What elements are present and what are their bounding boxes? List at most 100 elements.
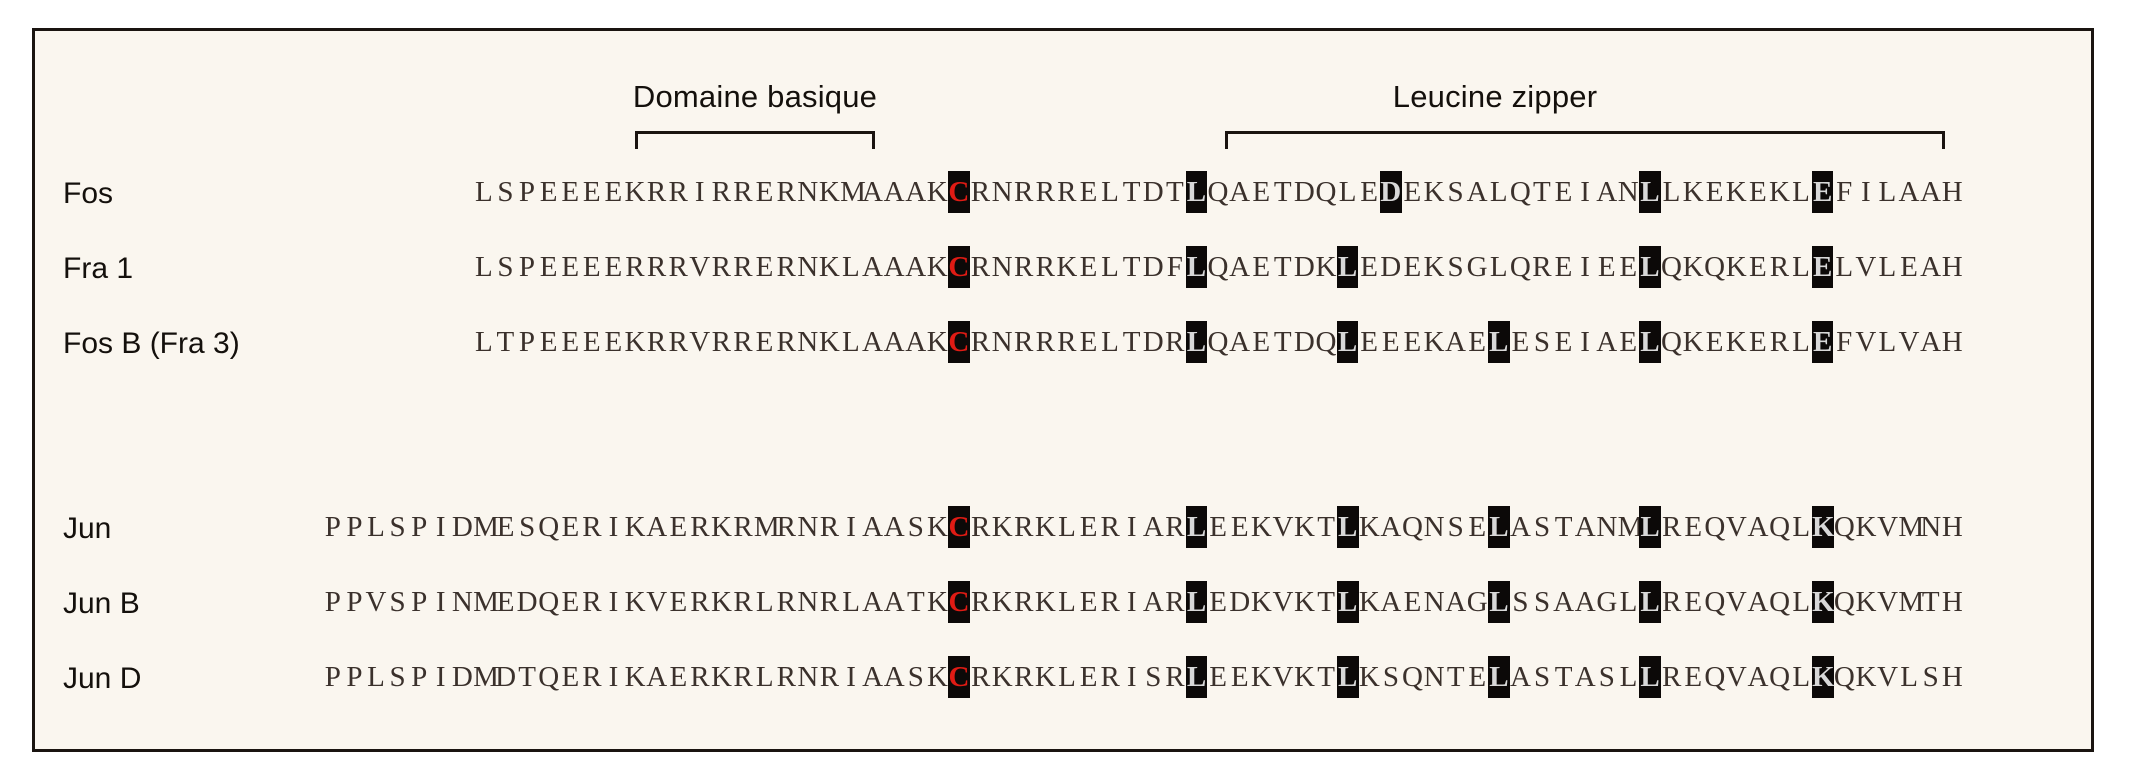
- residue-highlighted: L: [1487, 321, 1510, 363]
- residue: R: [1035, 326, 1055, 358]
- residue: M: [473, 661, 499, 693]
- residue: E: [1252, 176, 1271, 208]
- residue: S: [1447, 251, 1464, 283]
- residue: S: [497, 251, 514, 283]
- residue: A: [1229, 251, 1251, 283]
- residue: K: [624, 326, 646, 358]
- group-label-leucine-zipper: Leucine zipper: [1392, 79, 1598, 114]
- residue: K: [1855, 586, 1877, 618]
- residue: Q: [1704, 251, 1726, 283]
- residue: D: [1142, 251, 1164, 283]
- residue: H: [1941, 511, 1963, 543]
- residue: N: [1423, 511, 1445, 543]
- residue: I: [608, 586, 619, 618]
- residue: R: [668, 176, 688, 208]
- residue: T: [906, 586, 925, 618]
- residue: E: [496, 511, 515, 543]
- residue: E: [1619, 326, 1638, 358]
- residue: T: [1554, 511, 1573, 543]
- residue: S: [1145, 661, 1162, 693]
- residue: S: [1533, 586, 1551, 618]
- residue: S: [1598, 661, 1615, 693]
- residue: I: [1126, 661, 1137, 693]
- residue: R: [1013, 176, 1034, 208]
- residue: T: [1165, 176, 1184, 208]
- residue: D: [451, 511, 473, 543]
- residue: A: [1596, 326, 1618, 358]
- residue: I: [435, 661, 446, 693]
- residue: L: [842, 586, 860, 618]
- residue-highlighted: E: [1811, 171, 1834, 213]
- residue: A: [1574, 511, 1596, 543]
- residue: E: [1252, 251, 1271, 283]
- residue: P: [346, 661, 363, 693]
- residue: K: [818, 326, 840, 358]
- residue: A: [1920, 326, 1942, 358]
- residue: R: [1661, 586, 1682, 618]
- residue-highlighted: L: [1639, 581, 1661, 623]
- residue: E: [755, 326, 774, 358]
- residue: L: [367, 511, 385, 543]
- residue: K: [991, 661, 1013, 693]
- residue: K: [1423, 176, 1445, 208]
- residue: R: [711, 251, 731, 283]
- residue: K: [1725, 251, 1747, 283]
- residue: E: [1748, 326, 1767, 358]
- residue: L: [1900, 661, 1918, 693]
- residue: E: [604, 176, 623, 208]
- residue: G: [1466, 251, 1488, 283]
- residue: E: [1468, 511, 1487, 543]
- residue-highlighted: L: [1639, 171, 1661, 213]
- residue: L: [1101, 326, 1119, 358]
- residue-highlighted: D: [1379, 171, 1402, 213]
- residue: L: [842, 326, 860, 358]
- residue-highlighted: C: [948, 321, 970, 363]
- residue: Q: [1704, 511, 1726, 543]
- residue: L: [1878, 251, 1897, 283]
- residue: Q: [1207, 326, 1229, 358]
- residue: E: [561, 176, 580, 208]
- residue: E: [1079, 511, 1098, 543]
- residue: M: [1898, 511, 1925, 543]
- residue: R: [970, 326, 991, 358]
- residue: G: [1466, 586, 1488, 618]
- residue: P: [411, 586, 428, 618]
- residue: R: [1057, 176, 1077, 208]
- residue: K: [1682, 176, 1704, 208]
- residue: R: [1100, 586, 1120, 618]
- residue: M: [753, 511, 780, 543]
- residue: D: [495, 661, 517, 693]
- residue: K: [1855, 511, 1877, 543]
- residue: R: [1057, 326, 1077, 358]
- residue: L: [1619, 586, 1638, 618]
- residue: R: [690, 586, 710, 618]
- residue: R: [690, 511, 710, 543]
- residue: S: [1533, 661, 1551, 693]
- residue: S: [1447, 511, 1464, 543]
- residue: E: [582, 326, 601, 358]
- residue: L: [1058, 511, 1076, 543]
- residue: T: [1446, 661, 1465, 693]
- residue: E: [561, 661, 580, 693]
- residue: T: [1317, 586, 1335, 618]
- residue-highlighted: K: [1811, 506, 1835, 548]
- residue: D: [1293, 251, 1315, 283]
- residue: E: [1748, 176, 1767, 208]
- residue: A: [1747, 586, 1769, 618]
- residue: L: [474, 176, 493, 208]
- residue: H: [1941, 661, 1963, 693]
- residue: P: [324, 586, 341, 618]
- residue: P: [346, 586, 363, 618]
- residue: R: [733, 326, 753, 358]
- residue-highlighted: L: [1185, 581, 1208, 623]
- residue: E: [1403, 176, 1422, 208]
- residue: A: [1142, 586, 1164, 618]
- residue: N: [1423, 586, 1445, 618]
- residue-highlighted: C: [948, 171, 970, 213]
- residue: L: [1489, 176, 1508, 208]
- residue: K: [1682, 251, 1704, 283]
- residue-highlighted: L: [1336, 321, 1359, 363]
- residue: K: [926, 176, 948, 208]
- residue: V: [689, 251, 711, 283]
